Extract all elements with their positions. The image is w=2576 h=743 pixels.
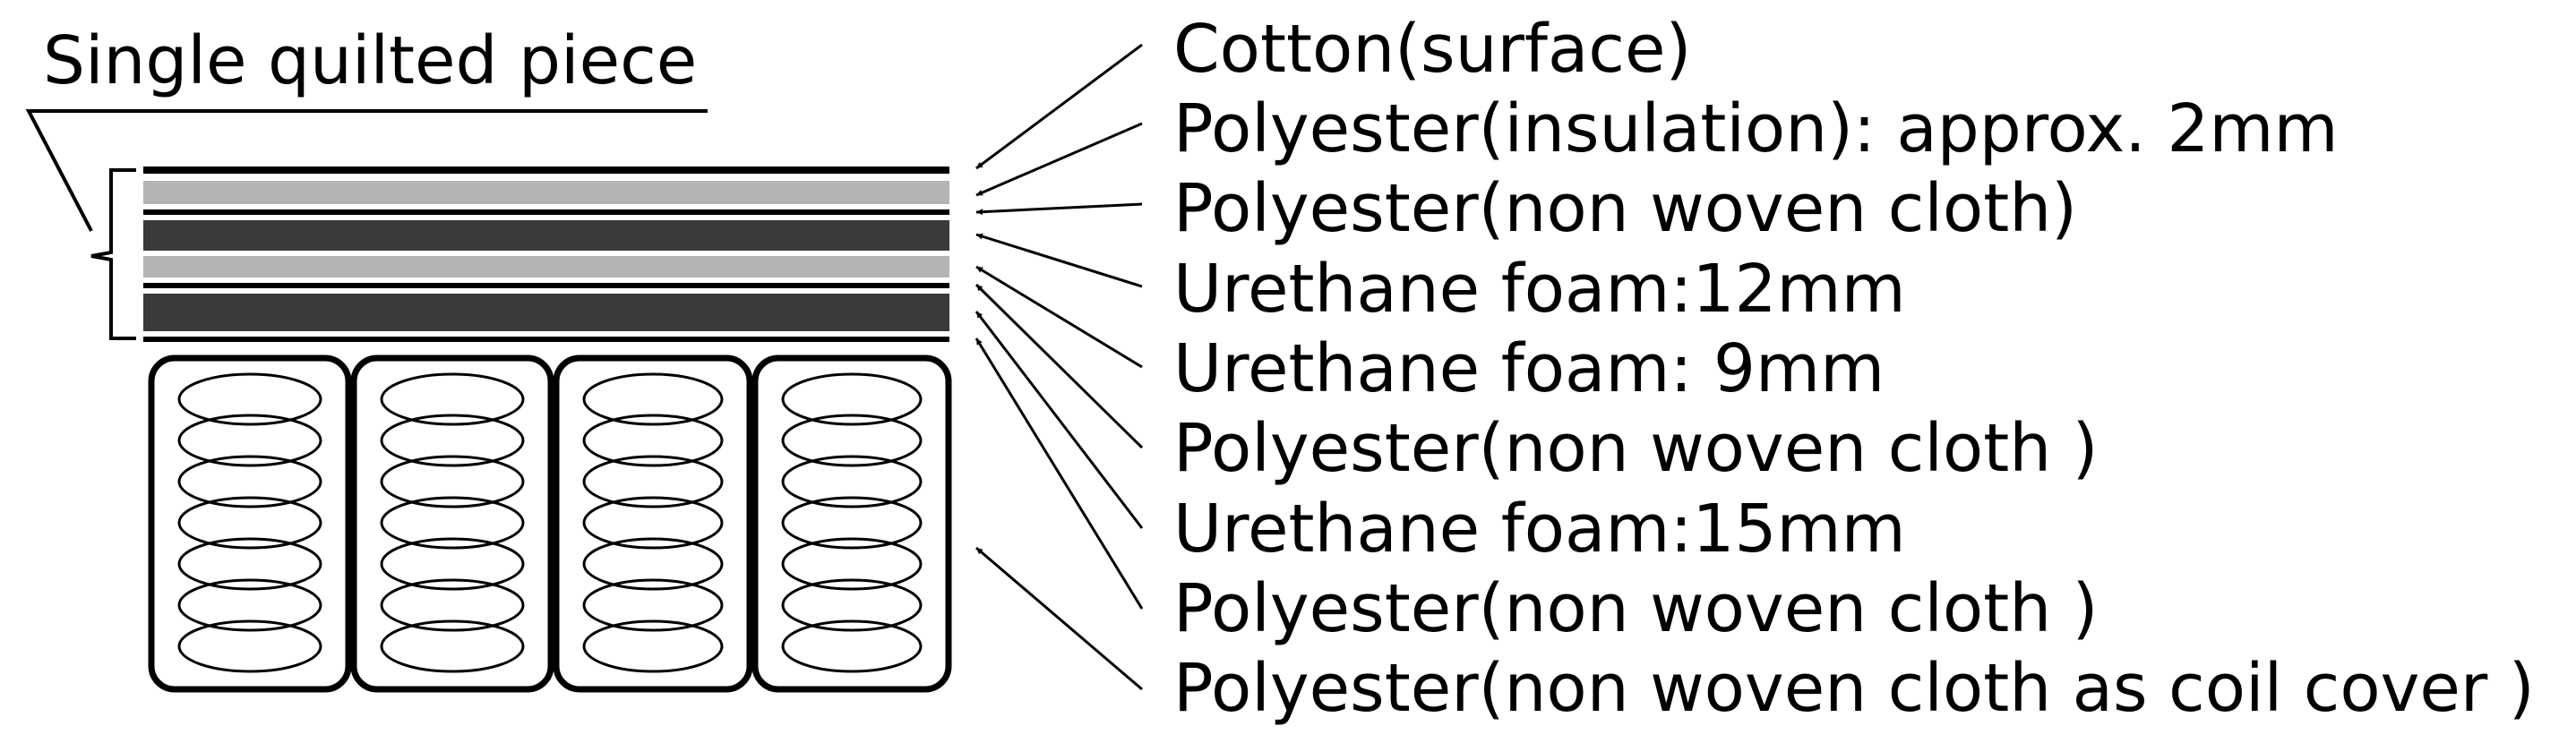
coil-spring-loop (177, 372, 322, 426)
coil-spring-loop (177, 496, 322, 550)
coil-spring-loop (781, 414, 923, 467)
diagram-title: Single quilted piece (43, 22, 697, 99)
coil-spring-loop (380, 372, 525, 426)
label-arrow (975, 546, 1143, 691)
coil-pocket-cover (553, 354, 753, 693)
coil-spring-loop (582, 619, 724, 673)
coil-spring-loop (781, 619, 923, 673)
coil-pocket (553, 354, 753, 693)
coil-spring-loop (582, 578, 724, 632)
label-arrow (975, 43, 1143, 170)
title-callout-line (25, 109, 708, 232)
pocket-coil-springs (148, 354, 952, 693)
label-arrow (975, 337, 1144, 610)
coil-spring-loop (582, 537, 724, 591)
coil-spring-loop (177, 455, 322, 508)
coil-spring-loop (781, 372, 923, 426)
coil-pocket-cover (148, 354, 352, 693)
coil-spring-loop (582, 372, 724, 426)
layer-polyester-insulation (143, 181, 949, 204)
label-arrow (975, 122, 1143, 197)
coil-spring-loop (177, 414, 322, 467)
label-arrow (975, 283, 1144, 449)
coil-pocket (350, 354, 554, 693)
coil-spring-loop (380, 537, 525, 591)
label-arrow (975, 311, 1144, 529)
label-urethane-12mm: Urethane foam:12mm (1173, 251, 1906, 328)
coil-spring-loop (380, 455, 525, 508)
layer-urethane-12mm (143, 220, 949, 251)
label-polyester-insulation: Polyester(insulation): approx. 2mm (1173, 90, 2339, 167)
coil-spring-loop (380, 578, 525, 632)
label-polyester-nonwoven-1: Polyester(non woven cloth) (1173, 170, 2077, 247)
coil-spring-loop (582, 496, 724, 550)
label-arrows (975, 43, 1144, 691)
coil-spring-loop (177, 537, 322, 591)
coil-spring-loop (380, 619, 525, 673)
coil-spring-loop (582, 455, 724, 508)
coil-pocket-cover (751, 354, 952, 693)
label-arrow (975, 265, 1143, 369)
layer-polyester-nonwoven-2 (143, 283, 949, 288)
coil-spring-loop (380, 496, 525, 550)
coil-spring-loop (582, 414, 724, 467)
coil-spring-loop (177, 578, 322, 632)
coil-pocket-cover (350, 354, 554, 693)
layer-polyester-nonwoven-3 (143, 337, 949, 342)
coil-spring-loop (177, 619, 322, 673)
label-polyester-nonwoven-2: Polyester(non woven cloth ) (1173, 410, 2099, 487)
label-arrow (975, 202, 1143, 216)
quilted-piece-bracket (90, 168, 136, 340)
coil-spring-loop (781, 578, 923, 632)
label-polyester-nonwoven-3: Polyester(non woven cloth ) (1173, 570, 2099, 647)
coil-pocket (148, 354, 352, 693)
coil-spring-loop (781, 455, 923, 508)
label-cotton-surface: Cotton(surface) (1173, 11, 1691, 88)
coil-spring-loop (380, 414, 525, 467)
layer-cotton-surface (143, 167, 949, 174)
coil-spring-loop (781, 496, 923, 550)
coil-pocket (751, 354, 952, 693)
layer-urethane-15mm (143, 294, 949, 331)
coil-spring-loop (781, 537, 923, 591)
label-coil-cover: Polyester(non woven cloth as coil cover … (1173, 650, 2535, 727)
label-urethane-9mm: Urethane foam: 9mm (1173, 330, 1885, 407)
label-urethane-15mm: Urethane foam:15mm (1173, 491, 1906, 568)
label-arrow (975, 233, 1143, 288)
layer-stack (143, 167, 949, 342)
layer-urethane-9mm (143, 256, 949, 278)
layer-polyester-nonwoven-1 (143, 209, 949, 215)
